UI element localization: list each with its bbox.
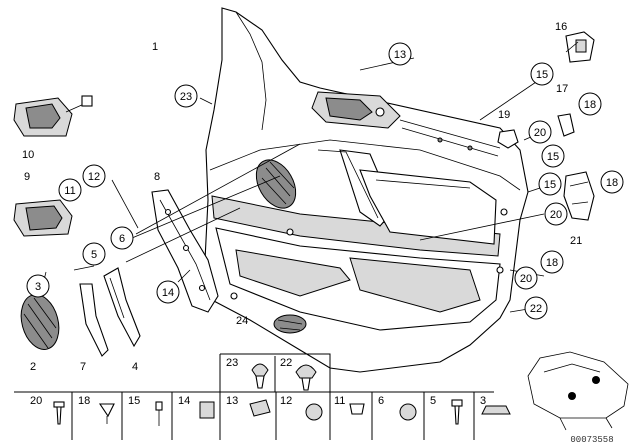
table-label-23: 23 [226, 357, 238, 369]
callout-15c: 15 [538, 172, 562, 196]
svg-text:18: 18 [606, 177, 618, 189]
screw-20-icon [53, 401, 65, 425]
screw-5-icon [451, 399, 463, 425]
callout-12: 12 [82, 164, 106, 188]
table-label-15: 15 [128, 395, 140, 407]
callout-13: 13 [388, 42, 412, 66]
clip-11-icon [349, 403, 365, 415]
callout-14: 14 [156, 280, 180, 304]
rivet-15-icon [155, 401, 163, 426]
door-trim-panel [204, 7, 529, 373]
clip-part-19 [497, 129, 519, 149]
callout-3: 3 [26, 274, 50, 298]
callout-22: 22 [524, 296, 548, 320]
callout-20b: 20 [544, 202, 568, 226]
table-label-22: 22 [280, 357, 292, 369]
trim-strip-part-7 [79, 283, 109, 357]
table-label-13: 13 [226, 395, 238, 407]
label-19: 19 [498, 109, 510, 121]
svg-text:18: 18 [584, 99, 596, 111]
clip-23-icon [251, 363, 269, 389]
svg-text:18: 18 [546, 257, 558, 269]
svg-text:15: 15 [544, 179, 556, 191]
speaker-cover-part-2 [20, 294, 60, 350]
svg-text:6: 6 [119, 233, 125, 245]
table-label-11: 11 [334, 395, 345, 407]
svg-text:3: 3 [35, 281, 41, 293]
svg-text:13: 13 [394, 49, 406, 61]
trim-strip-part-4 [103, 267, 141, 348]
label-21: 21 [570, 235, 582, 247]
label-8: 8 [154, 171, 160, 183]
nut-12-icon [305, 403, 323, 421]
bracket-part-16 [565, 31, 595, 63]
clip-14-icon [199, 401, 215, 419]
callout-15a: 15 [530, 62, 554, 86]
callout-18a: 18 [578, 92, 602, 116]
callout-5: 5 [82, 242, 106, 266]
clip-18-icon [98, 403, 115, 424]
callout-6: 6 [110, 226, 134, 250]
callout-15b: 15 [541, 144, 565, 168]
clip-3-icon [481, 405, 511, 415]
callout-23: 23 [174, 84, 198, 108]
callout-20c: 20 [514, 266, 538, 290]
svg-text:23: 23 [180, 91, 192, 103]
table-label-20: 20 [30, 395, 42, 407]
callout-18c: 18 [540, 250, 564, 274]
svg-text:15: 15 [547, 151, 559, 163]
label-1: 1 [152, 41, 158, 53]
svg-text:20: 20 [534, 127, 546, 139]
label-4: 4 [132, 361, 138, 373]
callout-11: 11 [58, 178, 82, 202]
label-9: 9 [24, 171, 30, 183]
svg-text:20: 20 [520, 273, 532, 285]
clip-part-17 [557, 113, 575, 137]
svg-text:15: 15 [536, 69, 548, 81]
clip-22-icon [295, 364, 317, 391]
table-label-12: 12 [280, 395, 292, 407]
svg-text:5: 5 [91, 249, 97, 261]
label-17: 17 [556, 83, 568, 95]
label-24: 24 [236, 315, 248, 327]
car-locator-thumbnail [527, 351, 629, 431]
label-10: 10 [22, 149, 34, 161]
bracket-part-21 [563, 171, 595, 221]
grommet-6-icon [399, 403, 417, 421]
svg-text:22: 22 [530, 303, 542, 315]
table-label-14: 14 [178, 395, 190, 407]
label-2: 2 [30, 361, 36, 373]
label-7: 7 [80, 361, 86, 373]
callout-20a: 20 [528, 120, 552, 144]
hardware-table: 23 22 [14, 353, 511, 440]
callout-18b: 18 [600, 170, 624, 194]
svg-text:11: 11 [64, 185, 75, 197]
door-handle-part-10 [13, 95, 93, 137]
svg-text:12: 12 [88, 171, 100, 183]
door-handle-part-9 [13, 199, 73, 237]
svg-text:20: 20 [550, 209, 562, 221]
label-16: 16 [555, 21, 567, 33]
table-label-3: 3 [480, 395, 486, 407]
table-label-6: 6 [378, 395, 384, 407]
svg-text:14: 14 [162, 287, 174, 299]
table-label-18: 18 [78, 395, 90, 407]
table-label-5: 5 [430, 395, 436, 407]
speaker-grille-part-24 [273, 314, 307, 334]
clip-13-icon [249, 399, 271, 417]
drawing-code: 00073558 [570, 435, 613, 445]
